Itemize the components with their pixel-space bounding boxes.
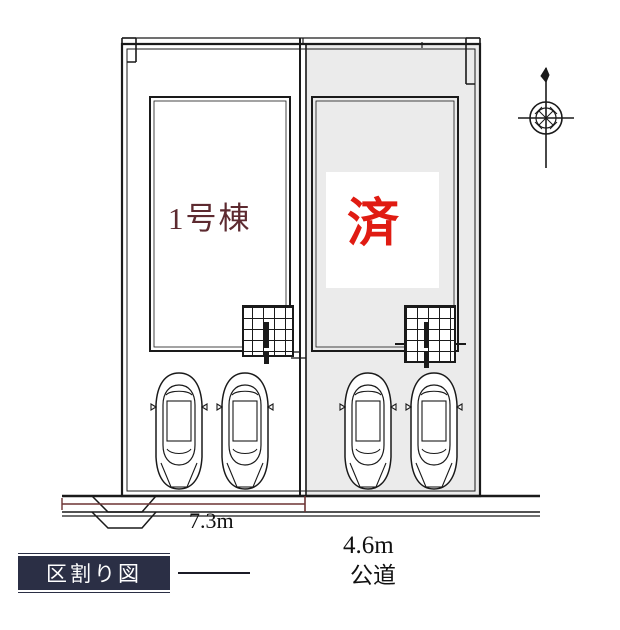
figure-caption-text: 区割り図: [46, 562, 142, 586]
parking-car-2-a: [339, 372, 397, 490]
dimension-line-lot1-frontage: [61, 496, 306, 512]
parking-car-1-b: [216, 372, 274, 490]
compass-north-icon: [518, 66, 574, 168]
caption-rule-line: [178, 572, 250, 574]
parking-car-1-a: [150, 372, 208, 490]
sold-stamp-backplate: [326, 172, 439, 288]
site-boundary-inner: [126, 48, 476, 492]
dimension-label-lot1-frontage: 7.3m: [189, 508, 234, 533]
parking-car-2-b: [405, 372, 463, 490]
lot-1-label: 1号棟: [168, 201, 252, 236]
figure-caption-plate: 区割り図: [18, 553, 170, 593]
road-width-label: 4.6m: [343, 532, 394, 559]
road-type-label: 公道: [350, 563, 396, 588]
building-1-footprint-inner: [153, 100, 287, 348]
lot-2-sold-stamp: 済: [347, 194, 400, 254]
terrace-grid-lot-2: [395, 305, 466, 368]
terrace-grid-lot-1: [242, 305, 294, 364]
building-2-footprint-inner: [315, 100, 455, 348]
